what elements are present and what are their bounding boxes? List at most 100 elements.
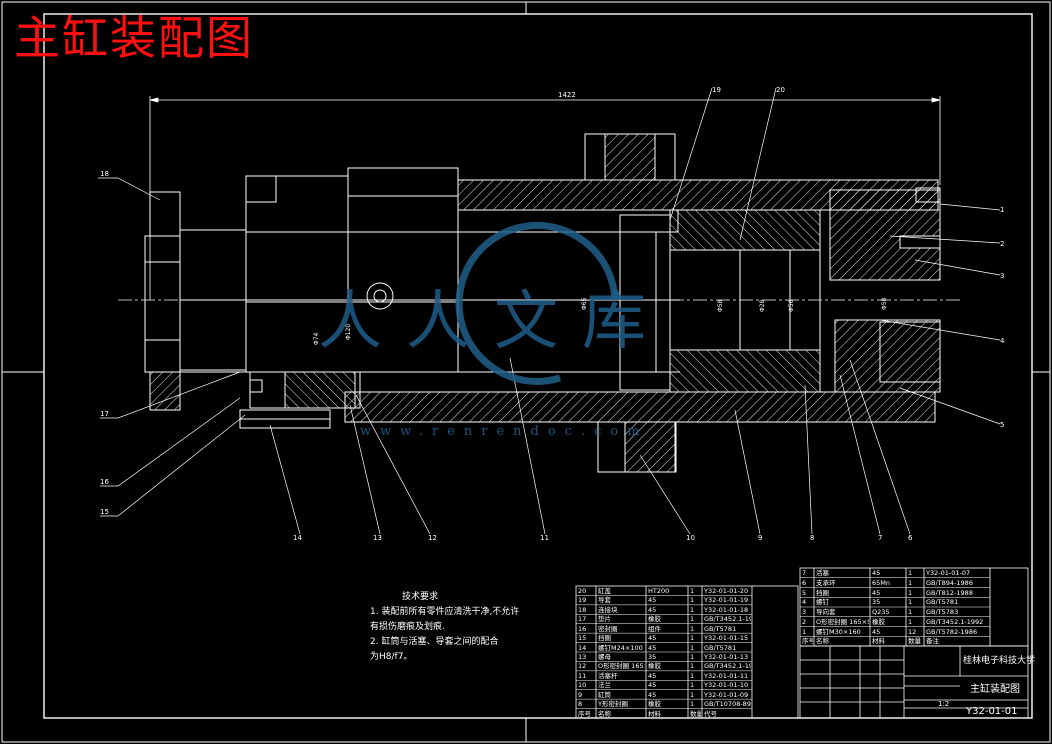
callout-19: 19 [712,86,721,94]
table-cell: 45 [648,690,657,699]
callout-5: 5 [1000,421,1004,429]
dia-label-3: Φ65 [581,297,588,310]
callout-4: 4 [1000,337,1005,345]
table-cell: 6 [802,578,807,587]
table-cell: 1 [690,681,695,690]
dia-label-7: Φ58 [881,297,888,310]
table-cell: 35 [648,653,657,661]
table-header-cell: 材料 [648,709,661,718]
table-cell: 18 [578,605,587,614]
table-cell: 1 [690,615,695,624]
notes-line-4: 为H8/f7。 [370,652,413,662]
watermark-url: www.renrendoc.com [360,424,649,439]
table-cell: GB/T3452.1-1992 [704,662,751,671]
table-cell: GB/T812-1988 [926,588,973,597]
callout-13: 13 [373,534,382,542]
notes-line-3: 2. 缸筒与活塞、导套之间的配合 [370,637,499,647]
title-block-drawing-name: 主缸装配图 [970,684,1020,695]
table-cell: 橡胶 [648,662,661,671]
table-cell: 1 [908,617,913,626]
table-cell: 1 [690,643,695,652]
table-cell: 9 [578,690,583,699]
table-cell: 螺钉M24×100 [598,643,643,652]
table-cell: 活塞杆 [598,671,618,680]
table-cell: GB/T894-1986 [926,578,973,587]
table-cell: 导套 [598,596,611,605]
callout-6: 6 [908,534,913,542]
callout-9: 9 [758,534,762,542]
table-cell: 4 [802,598,807,607]
title-block-grid [799,645,1029,719]
cylinder-cap [829,187,941,393]
table-cell: 挡圈 [816,588,829,597]
table-cell: 1 [690,634,695,643]
callout-12: 12 [428,534,437,542]
table-cell: 橡胶 [648,700,661,709]
table-cell: 螺钉 [816,598,829,607]
dia-label-4: Φ58 [717,299,724,312]
table-cell: 缸筒 [598,690,611,699]
table-cell: 1 [690,700,695,709]
table-cell: 7 [802,569,807,577]
dia-label-2: Φ120 [345,324,352,340]
table-cell: 1 [690,690,695,699]
table-cell: 45 [648,681,657,690]
callout-18: 18 [100,170,109,178]
table-cell: GB/T3452.1-1992 [926,617,984,626]
table-cell: Y32-01-01-13 [704,653,749,661]
table-cell: 1 [690,596,695,605]
notes-heading: 技术要求 [402,592,439,602]
table-header-cell: 材料 [872,637,885,646]
table-cell: 45 [872,569,881,577]
drawing-number: Y32-01-01 [966,706,1018,717]
table-header-cell: 名称 [816,637,829,646]
university-name: 桂林电子科技大学 [963,656,1036,666]
table-cell: 挡圈 [598,634,611,643]
callout-11: 11 [540,534,549,542]
callout-numbers: 18 17 16 15 14 13 12 11 10 9 8 7 6 19 20… [100,86,1005,542]
table-cell: 20 [578,587,587,595]
table-cell: GB/T5783 [926,608,959,616]
callout-14: 14 [293,534,302,542]
table-cell: 导向套 [816,608,836,616]
callout-1: 1 [1000,206,1004,214]
table-cell: 8 [578,700,583,709]
table-cell: 组件 [648,624,661,633]
table-cell: GB/T10708-89 [704,700,751,709]
gland-nut [239,371,361,429]
table-cell: 1 [908,569,913,577]
table-cell: Y32-01-01-07 [926,569,971,577]
guide-sleeve [619,209,821,393]
table-cell: 45 [648,596,657,605]
table-cell: 17 [578,615,587,624]
table-cell: HT200 [648,587,670,595]
table-cell: 法兰 [598,681,611,690]
table-header-cell: 数量 [690,709,701,718]
notes-line-2: 有损伤磨痕及划痕. [370,622,445,632]
table-header-cell: 序号 [802,637,813,646]
callout-10: 10 [686,534,695,542]
table-cell: 橡胶 [648,615,661,624]
dia-label-5: Φ28 [759,299,766,312]
table-cell: 3 [802,608,807,616]
table-cell: GB/T5781 [704,624,737,633]
table-cell: 1 [690,662,695,671]
table-cell: 45 [648,605,657,614]
bom-left-rows [576,595,752,709]
table-cell: 45 [648,671,657,680]
notes-line-1: 1. 装配前所有零件应清洗干净,不允许 [370,607,520,617]
table-cell: 垫片 [598,615,611,624]
table-cell: 14 [578,643,587,652]
table-header-cell: 备注 [926,637,939,646]
table-cell: Y32-01-01-18 [704,605,749,614]
table-cell: 1 [802,627,807,636]
overall-dimension-label: 1422 [558,91,576,99]
watermark-text: 人人文库 [318,285,670,359]
callout-leaders [98,87,1001,535]
callout-20: 20 [776,86,785,94]
table-cell: 45 [872,588,881,597]
table-cell: O形密封圈 165×5.3 [816,617,869,626]
table-cell: 连接块 [598,605,618,614]
table-cell: 活塞 [816,569,829,577]
